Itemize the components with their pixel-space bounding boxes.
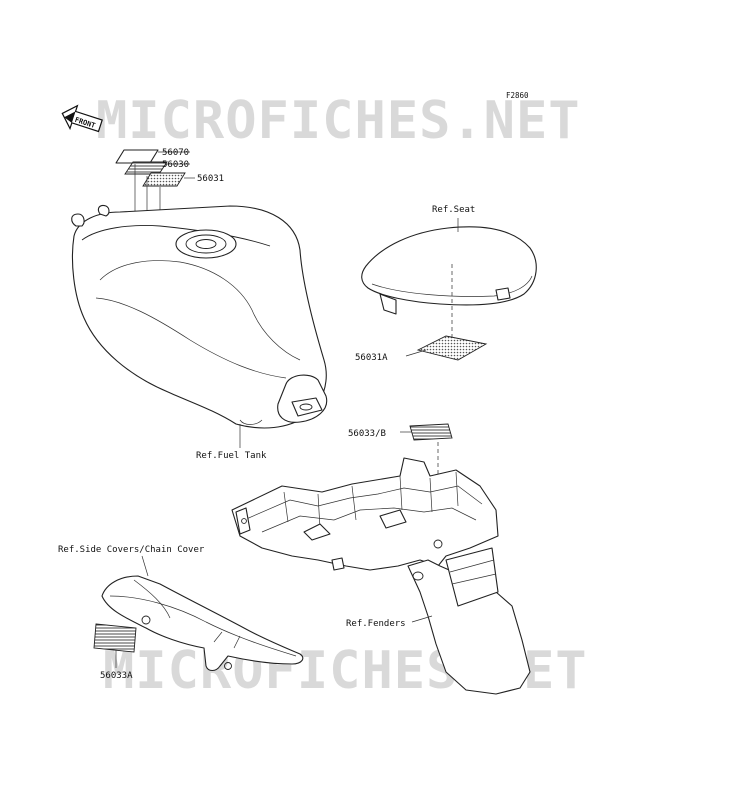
decal-56070 (115, 149, 159, 164)
callout-56031a: 56031A (355, 353, 388, 363)
callout-56031: 56031 (197, 174, 224, 184)
callout-56030: 56030 (162, 160, 189, 170)
decal-56030 (124, 161, 168, 175)
callout-56033a: 56033A (100, 671, 133, 681)
callout-56070: 56070 (162, 148, 189, 158)
ref-fuel-tank: Ref.Fuel Tank (196, 451, 267, 461)
chain-cover (101, 575, 304, 672)
rear-fender (231, 457, 531, 695)
decal-56031a (416, 335, 488, 361)
ref-side-covers: Ref.Side Covers/Chain Cover (58, 545, 205, 555)
decal-56033b (409, 423, 453, 441)
figure-code: F2860 (506, 91, 529, 100)
decal-56031 (142, 172, 186, 187)
watermark-top: MICROFICHES.NET (96, 91, 581, 151)
front-arrow-icon: FRONT (61, 104, 103, 133)
fuel-tank (71, 204, 328, 448)
ref-seat: Ref.Seat (432, 205, 475, 215)
decal-56033a (93, 623, 137, 653)
callout-56033b: 56033/B (348, 429, 386, 439)
ref-fenders: Ref.Fenders (346, 619, 406, 629)
seat (361, 226, 537, 315)
